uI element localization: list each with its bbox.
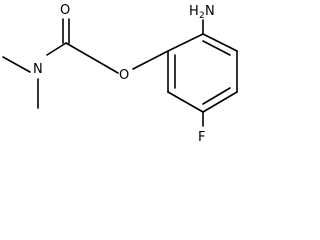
amide-nitrogen-label: N [33, 62, 43, 77]
molecule-drawing: O N O H 2 N F [2, 3, 238, 145]
carbonyl-oxygen-label: O [60, 3, 70, 18]
ring-bond-c1-c2 [167, 33, 204, 52]
bond-ch2-to-ether-o [98, 61, 119, 74]
bond-carbonyl-to-n [46, 42, 67, 56]
amine-h-label: H [189, 4, 199, 19]
ring-bond-c2-c3 [202, 33, 238, 52]
ring-inner-double-top [202, 40, 231, 56]
bond-c-carbonyl-to-ch2 [65, 42, 100, 63]
bond-n-to-methyl-left [2, 56, 31, 73]
amine-n-label: N [205, 4, 215, 19]
structure-diagram: O N O H 2 N F [2, 3, 238, 145]
ring-bond-c5-c6 [167, 91, 204, 113]
ring-bond-c4-c5 [202, 91, 238, 113]
bond-ether-o-to-ring [132, 50, 169, 70]
amine-subscript-label: 2 [199, 11, 205, 21]
fluorine-label: F [198, 130, 205, 145]
ether-oxygen-label: O [119, 68, 129, 83]
ring-inner-double-bottom-right [202, 87, 231, 105]
